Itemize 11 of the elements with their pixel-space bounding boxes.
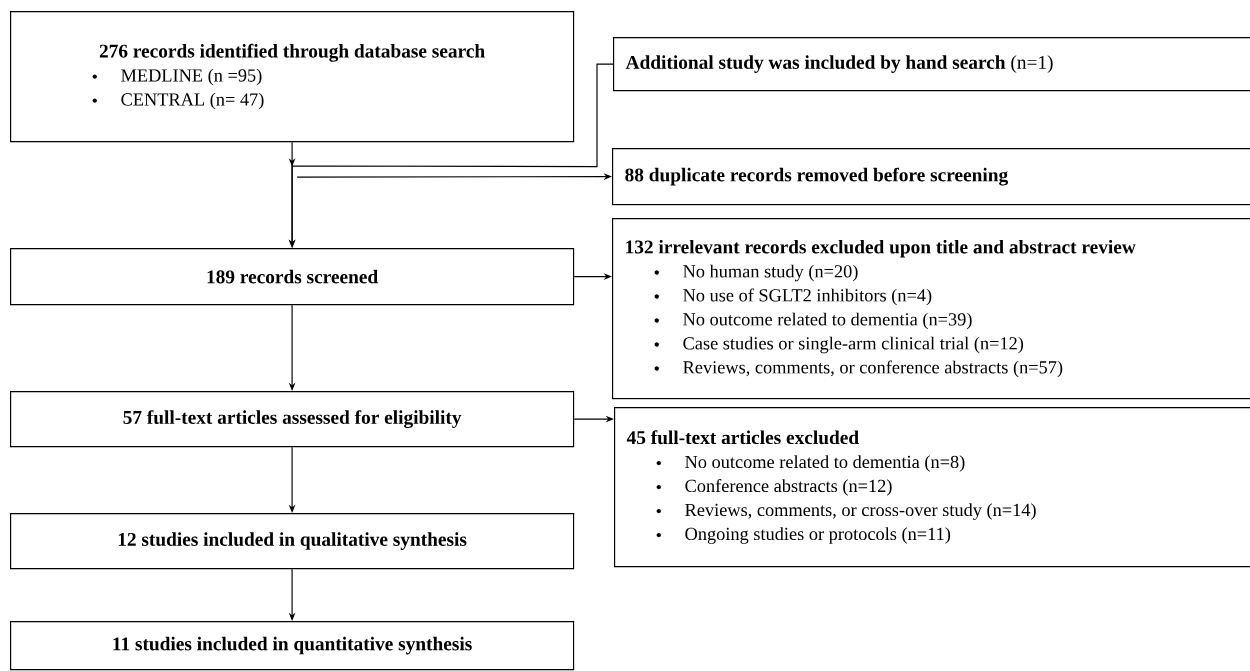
flow-box: 12 studies included in qualitative synthesis [10,513,575,570]
arrow [573,273,612,280]
arrow [296,173,612,180]
flow-box: 45 full-text articles excluded No outcome related to dementia (n=8) Conference abstracts (n=12) Reviews, comments, or cross-over study (n=14) Ongoing studies or protocols (n=11) [614,407,1250,568]
flow-box: 57 full-text articles assessed for eligibility [10,391,575,448]
flow-box: 132 irrelevant records excluded upon title and abstract review No human study (n=20) No use of SGLT2 inhibitors (n=4) No outcome related to dementia (n=39) Case studies or single-arm clinical trial (n=12) Reviews, comments, or conference abstracts (n=57) [612,218,1250,400]
flow-box: 276 records identified through database search MEDLINE (n =95) CENTRAL (n= 47) [10,11,575,143]
flow-box: 88 duplicate records removed before screening [612,148,1250,206]
flow-box: Additional study was included by hand search (n=1) [613,37,1250,92]
flow-box: 189 records screened [10,248,575,306]
flow-box: 11 studies included in quantitative synthesis [10,621,575,671]
